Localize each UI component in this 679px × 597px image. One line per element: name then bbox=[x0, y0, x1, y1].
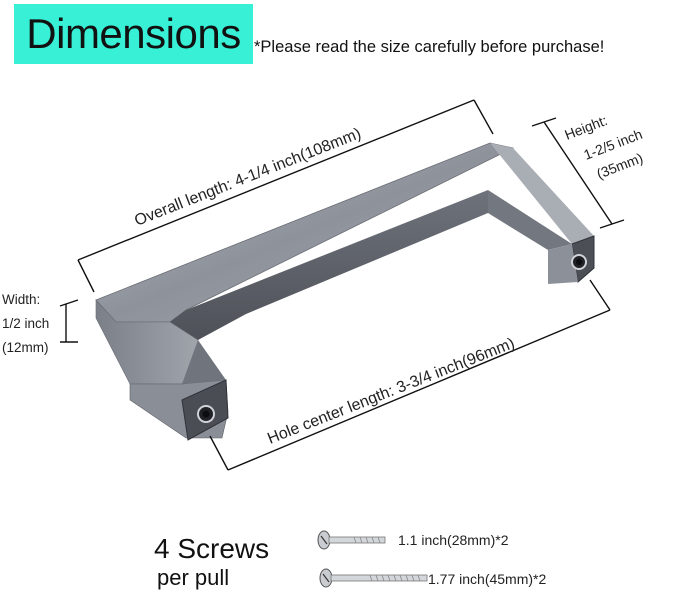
long-screw bbox=[319, 568, 428, 588]
cabinet-handle bbox=[95, 142, 595, 441]
short-screw-label: 1.1 inch(28mm)*2 bbox=[398, 532, 509, 548]
width-label: Width: bbox=[2, 292, 41, 307]
banner-title: Dimensions bbox=[26, 10, 241, 57]
purchase-note: *Please read the size carefully before p… bbox=[254, 38, 605, 56]
width-mm: (12mm) bbox=[2, 340, 49, 355]
dimensions-banner: Dimensions bbox=[14, 4, 253, 64]
hole-center-label: Hole center length: 3-3/4 inch(96mm) bbox=[265, 335, 517, 448]
overall-length-bracket bbox=[77, 99, 494, 293]
width-bracket bbox=[59, 299, 79, 343]
screws-illustration bbox=[317, 530, 428, 588]
screws-title: 4 Screws bbox=[154, 533, 270, 564]
hole-center-bracket bbox=[209, 279, 611, 471]
height-label: Height: bbox=[562, 112, 609, 143]
long-screw-label: 1.77 inch(45mm)*2 bbox=[428, 571, 547, 587]
short-screw bbox=[317, 530, 386, 550]
screws-subtitle: per pull bbox=[157, 565, 230, 590]
height-bracket bbox=[531, 117, 625, 229]
width-inch: 1/2 inch bbox=[2, 316, 50, 331]
